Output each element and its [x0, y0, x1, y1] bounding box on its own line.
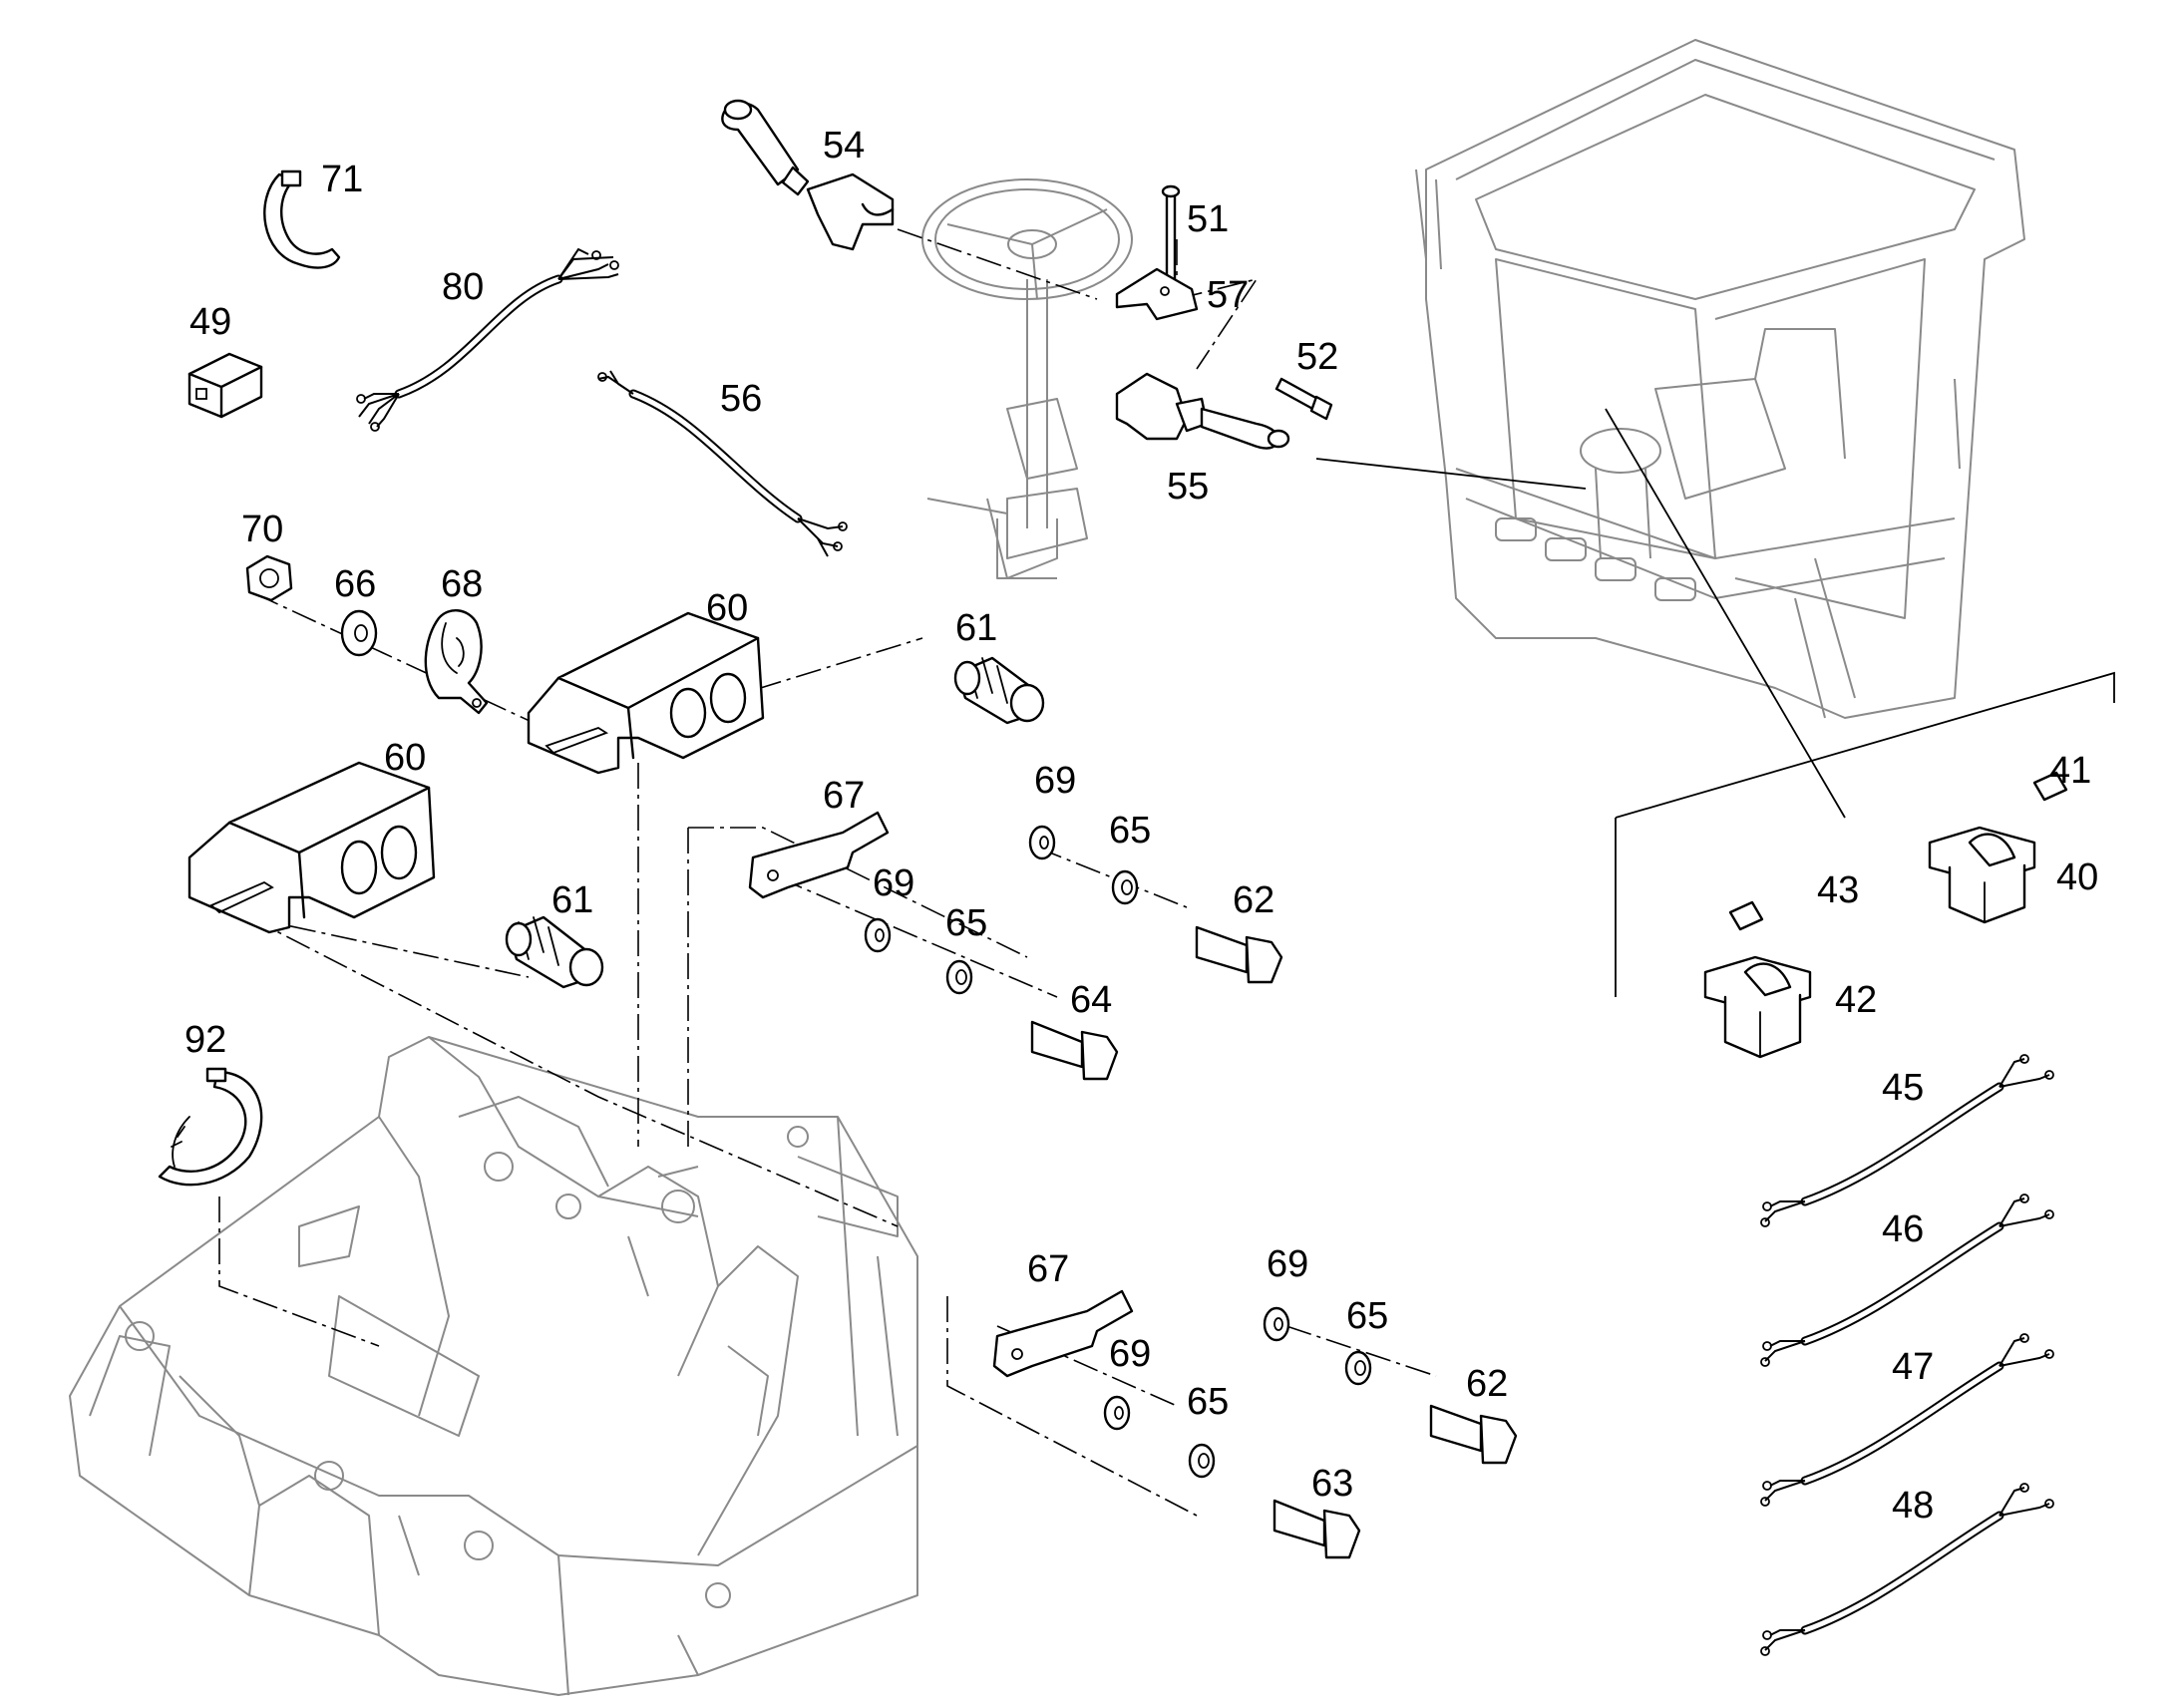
- part-92-cable-strap[interactable]: [158, 1067, 263, 1187]
- label-69c: 69: [1267, 1243, 1308, 1285]
- part-71-cable-strap[interactable]: [263, 170, 341, 269]
- label-60a: 60: [706, 587, 748, 629]
- label-65a: 65: [1109, 810, 1151, 852]
- label-42: 42: [1835, 979, 1877, 1021]
- label-65b: 65: [945, 902, 987, 944]
- part-43-symbol-plate[interactable]: [1728, 900, 1764, 931]
- part-63-bolt[interactable]: [1272, 1499, 1361, 1559]
- part-65-washer-b[interactable]: [945, 959, 973, 995]
- part-48-wiring-harness[interactable]: [1760, 1483, 2054, 1656]
- label-57: 57: [1207, 274, 1249, 316]
- label-66: 66: [334, 563, 376, 605]
- label-68: 68: [441, 563, 483, 605]
- part-62-bolt-a[interactable]: [1195, 925, 1283, 984]
- part-40-rocker-switch[interactable]: [1928, 826, 2036, 924]
- part-46-wiring-harness[interactable]: [1760, 1194, 2054, 1367]
- part-64-bolt[interactable]: [1030, 1020, 1119, 1081]
- part-labels: 71 80 49 54 51 57 52 56 55 70 66 68 60 6…: [184, 125, 2098, 1527]
- part-45-wiring-harness[interactable]: [1760, 1054, 2054, 1227]
- part-69-washer-c[interactable]: [1263, 1306, 1290, 1342]
- part-69-washer-b[interactable]: [864, 917, 892, 953]
- label-92: 92: [184, 1019, 226, 1061]
- label-46: 46: [1882, 1208, 1924, 1250]
- label-63: 63: [1311, 1463, 1353, 1505]
- label-60b: 60: [384, 737, 426, 779]
- steering-column-illustration: [921, 178, 1133, 579]
- label-43: 43: [1817, 869, 1859, 911]
- label-62a: 62: [1233, 879, 1274, 921]
- part-60-bracket-lower[interactable]: [187, 761, 436, 934]
- part-51-screw[interactable]: [1161, 184, 1181, 281]
- label-54: 54: [823, 125, 865, 167]
- part-69-washer-d[interactable]: [1103, 1395, 1131, 1431]
- label-51: 51: [1187, 198, 1229, 240]
- part-67-plate-upper[interactable]: [748, 811, 890, 899]
- label-49: 49: [189, 301, 231, 343]
- part-62-bolt-b[interactable]: [1429, 1404, 1518, 1465]
- cab-illustration: [1415, 39, 2025, 719]
- part-65-washer-a[interactable]: [1111, 869, 1139, 905]
- part-70-nut[interactable]: [245, 554, 293, 602]
- label-41: 41: [2049, 750, 2091, 792]
- label-67b: 67: [1027, 1248, 1069, 1290]
- part-61-fitting-lower[interactable]: [505, 915, 604, 989]
- label-61a: 61: [955, 607, 997, 649]
- label-48: 48: [1892, 1485, 1934, 1527]
- label-45: 45: [1882, 1067, 1924, 1109]
- part-66-washer[interactable]: [340, 609, 378, 657]
- label-55: 55: [1167, 466, 1209, 508]
- label-67a: 67: [823, 775, 865, 817]
- part-42-rocker-switch[interactable]: [1703, 955, 1812, 1059]
- label-61b: 61: [551, 879, 593, 921]
- label-47: 47: [1892, 1346, 1934, 1388]
- part-65-washer-c[interactable]: [1344, 1350, 1372, 1386]
- label-69d: 69: [1109, 1333, 1151, 1375]
- label-71: 71: [321, 159, 363, 200]
- frame-illustration: [69, 1036, 918, 1696]
- part-56-wiring-harness[interactable]: [597, 370, 848, 557]
- label-40: 40: [2056, 856, 2098, 898]
- label-80: 80: [442, 266, 484, 308]
- part-60-bracket-upper[interactable]: [527, 611, 765, 775]
- part-65-washer-d[interactable]: [1188, 1443, 1216, 1479]
- label-70: 70: [241, 509, 283, 550]
- label-52: 52: [1296, 336, 1338, 378]
- part-61-fitting-upper[interactable]: [953, 656, 1045, 725]
- label-64: 64: [1070, 979, 1112, 1021]
- part-67-plate-lower[interactable]: [992, 1289, 1134, 1378]
- label-56: 56: [720, 378, 762, 420]
- part-68-clamp[interactable]: [424, 609, 489, 715]
- part-54-multifunction-switch[interactable]: [721, 99, 895, 251]
- part-69-washer-a[interactable]: [1028, 825, 1056, 860]
- label-65d: 65: [1187, 1381, 1229, 1423]
- label-65c: 65: [1346, 1295, 1388, 1337]
- part-41-symbol-plate[interactable]: [2032, 771, 2068, 802]
- label-62b: 62: [1466, 1363, 1508, 1405]
- part-80-wiring-harness[interactable]: [356, 247, 619, 432]
- part-49-connector[interactable]: [187, 352, 263, 419]
- part-47-wiring-harness[interactable]: [1760, 1333, 2054, 1507]
- label-69a: 69: [1034, 760, 1076, 802]
- part-52-screw[interactable]: [1274, 377, 1333, 421]
- label-69b: 69: [873, 862, 914, 904]
- part-55-multifunction-switch[interactable]: [1115, 372, 1290, 450]
- part-57-bracket[interactable]: [1115, 267, 1199, 321]
